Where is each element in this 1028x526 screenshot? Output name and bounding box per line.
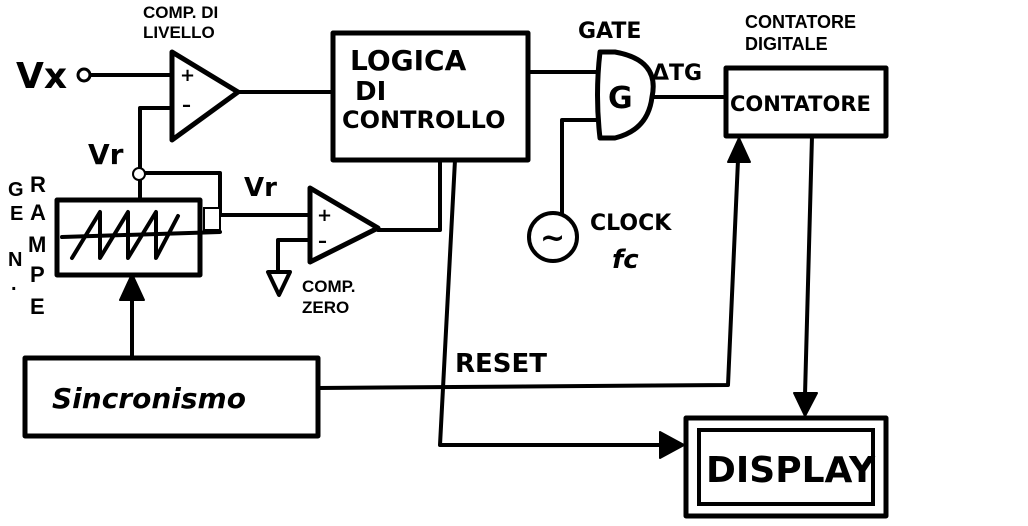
vx-input-terminal: [76, 67, 92, 83]
wires: [88, 70, 814, 447]
contatore-label: CONTATORE: [730, 92, 871, 116]
display-label: DISPLAY: [706, 450, 876, 491]
arrow-sync-to-ramp: [119, 273, 145, 301]
gen-letter: E: [10, 203, 23, 225]
arrow-reset-to-counter: [727, 137, 751, 163]
rampe-letter: P: [30, 262, 45, 287]
vx-label: Vx: [16, 56, 67, 97]
arrow-logic-to-display: [659, 431, 685, 459]
gate-symbol: G: [608, 81, 633, 116]
rampe-letter: M: [28, 232, 46, 257]
plus-sign: +: [180, 65, 195, 86]
comp-zero-label-1: COMP.: [302, 277, 356, 296]
gen-letter: N: [8, 249, 22, 271]
di-label: DI: [355, 77, 386, 107]
vr-junction: [132, 167, 146, 181]
contatore-digitale-label-1: CONTATORE: [745, 12, 856, 32]
display-block: DISPLAY: [683, 415, 889, 519]
delta-tg-label: ΔTG: [652, 61, 702, 86]
sincronismo-block: Sincronismo: [22, 355, 321, 439]
gate-block: G: [595, 49, 656, 141]
comp-livello-label-1: COMP. DI: [143, 3, 218, 22]
ground-symbol: [266, 270, 292, 297]
vr-label-mid: Vr: [244, 173, 277, 203]
minus-sign: –: [318, 231, 327, 252]
fc-label: fc: [612, 245, 639, 275]
level-comparator: + –: [169, 49, 241, 143]
gate-label: GATE: [578, 19, 641, 44]
ramp-generator: [54, 197, 222, 278]
control-logic-block: LOGICA DI CONTROLLO: [330, 30, 531, 163]
clock-symbol: ~: [540, 221, 565, 256]
controllo-label: CONTROLLO: [342, 106, 506, 134]
arrow-counter-to-display: [793, 392, 818, 417]
counter-block: CONTATORE: [723, 65, 889, 139]
zero-comparator: + –: [307, 185, 381, 265]
rampe-letter: R: [30, 172, 46, 197]
rampe-letter: A: [30, 200, 46, 225]
clock-source: ~: [527, 211, 579, 263]
sincronismo-label: Sincronismo: [52, 382, 246, 415]
gen-letter: .: [11, 273, 17, 295]
gen-rampe-label: G E N . R A M P E: [8, 172, 46, 319]
gen-letter: G: [8, 179, 24, 201]
reset-label: RESET: [455, 349, 547, 379]
rampe-letter: E: [30, 294, 45, 319]
clock-label: CLOCK: [590, 211, 672, 236]
comp-zero-label-2: ZERO: [302, 298, 349, 317]
contatore-digitale-label-2: DIGITALE: [745, 34, 828, 54]
minus-sign: –: [182, 95, 191, 116]
comp-livello-label-2: LIVELLO: [143, 23, 215, 42]
plus-sign: +: [317, 205, 332, 226]
vr-label-top: Vr: [88, 138, 124, 171]
logica-label: LOGICA: [350, 44, 467, 77]
